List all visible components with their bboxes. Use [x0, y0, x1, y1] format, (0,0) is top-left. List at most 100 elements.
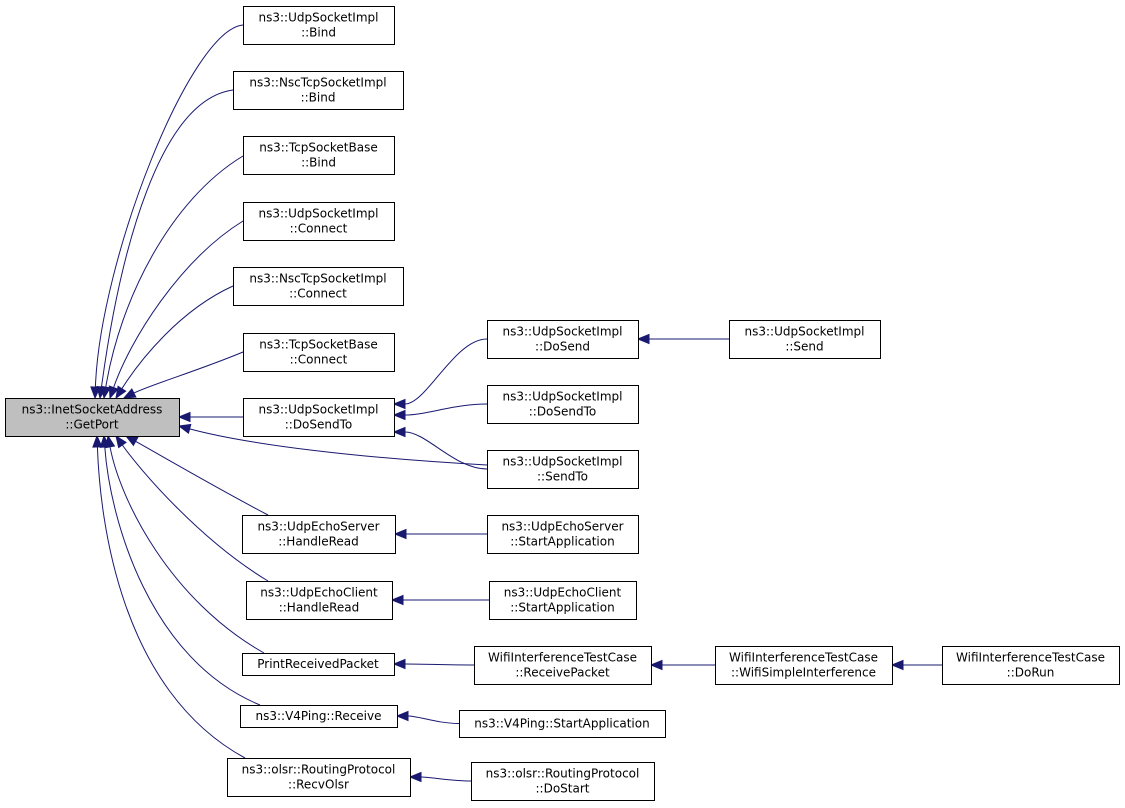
node-udp-sendto[interactable]: ns3::UdpSocketImpl::SendTo [487, 450, 639, 489]
node-label-line: ::WifiSimpleInterference [731, 666, 876, 680]
arrowhead [177, 423, 192, 435]
node-label-line: ns3::UdpEchoClient [260, 586, 378, 600]
node-label-line: ::DoSend [535, 340, 590, 354]
node-nsc-bind[interactable]: ns3::NscTcpSocketImpl::Bind [233, 71, 404, 110]
node-udp-dosendto2[interactable]: ns3::UdpSocketImpl::DoSendTo [487, 385, 639, 424]
node-label-line: ::Connect [289, 287, 347, 301]
node-box [243, 333, 395, 372]
node-box [487, 385, 639, 424]
edge-wifi-simple-to-wifi-receive [649, 659, 715, 671]
edge-print-received-to-root [104, 434, 265, 654]
node-label-line: ns3::TcpSocketBase [259, 141, 377, 155]
arrowhead [649, 659, 663, 671]
node-box [233, 71, 404, 110]
node-box [487, 515, 639, 554]
edge-nsc-connect-to-root [115, 285, 234, 400]
node-label-line: ::DoStart [536, 782, 590, 796]
node-label-line: ::Connect [290, 353, 348, 367]
node-echoserver-start[interactable]: ns3::UdpEchoServer::StartApplication [487, 515, 639, 554]
edge-echoclient-start-to-echoclient-handleread [390, 594, 490, 606]
node-label-line: ns3::UdpSocketImpl [745, 325, 865, 339]
edge-echoclient-handleread-to-root [115, 434, 269, 582]
node-label-line: ns3::UdpSocketImpl [259, 207, 379, 221]
node-box [474, 646, 652, 685]
node-label-line: ns3::InetSocketAddress [22, 403, 163, 417]
edge-udp-send-to-udp-dosend [636, 333, 729, 345]
node-udp-bind[interactable]: ns3::UdpSocketImpl::Bind [243, 6, 395, 45]
node-label-line: ::Bind [301, 91, 336, 105]
node-label-line: ns3::UdpSocketImpl [259, 11, 379, 25]
node-udp-dosendto[interactable]: ns3::UdpSocketImpl::DoSendTo [243, 398, 395, 437]
node-box [246, 581, 393, 620]
node-udp-connect[interactable]: ns3::UdpSocketImpl::Connect [243, 202, 395, 241]
node-label-line: ns3::V4Ping::StartApplication [474, 717, 649, 731]
arrowhead [395, 710, 409, 722]
node-wifi-receive[interactable]: WifiInterferenceTestCase::ReceivePacket [474, 646, 652, 685]
node-box [227, 758, 411, 797]
node-box [729, 320, 881, 359]
node-label-line: ::Connect [290, 222, 348, 236]
node-echoclient-start[interactable]: ns3::UdpEchoClient::StartApplication [489, 581, 637, 620]
edge-wifi-dorun-to-wifi-simple [890, 659, 942, 671]
node-label-line: ns3::UdpEchoServer [501, 520, 623, 534]
node-label-line: ::DoRun [1007, 666, 1055, 680]
node-box [243, 136, 395, 175]
node-nsc-connect[interactable]: ns3::NscTcpSocketImpl::Connect [233, 267, 404, 306]
node-box [5, 398, 180, 437]
edge-olsr-dostart-to-olsr-recv [408, 771, 472, 783]
node-root[interactable]: ns3::InetSocketAddress::GetPort [5, 398, 180, 437]
edge-echoserver-start-to-echoserver-handleread [393, 528, 488, 540]
edge-udp-sendto-to-root [177, 423, 488, 466]
edge-v4ping-receive-to-root [99, 434, 261, 706]
node-udp-dosend[interactable]: ns3::UdpSocketImpl::DoSend [487, 320, 639, 359]
node-box [242, 515, 396, 554]
node-label-line: ns3::V4Ping::Receive [255, 709, 381, 723]
node-udp-send[interactable]: ns3::UdpSocketImpl::Send [729, 320, 881, 359]
node-echoclient-handleread[interactable]: ns3::UdpEchoClient::HandleRead [246, 581, 393, 620]
arrowhead [636, 333, 650, 345]
edge-olsr-recv-to-root [92, 434, 246, 759]
node-box [487, 450, 639, 489]
node-print-received[interactable]: PrintReceivedPacket [242, 653, 395, 676]
edge-udp-sendto-to-udp-dosendto [392, 426, 488, 470]
arrowhead [124, 435, 139, 447]
nodes-layer: ns3::InetSocketAddress::GetPortns3::UdpS… [5, 6, 1120, 801]
node-wifi-simple[interactable]: WifiInterferenceTestCase::WifiSimpleInte… [715, 646, 893, 685]
arrowhead [99, 434, 111, 448]
node-box [243, 6, 395, 45]
arrowhead [390, 594, 404, 606]
node-label-line: ns3::UdpEchoClient [504, 586, 622, 600]
node-label-line: ::StartApplication [510, 601, 614, 615]
arrowhead [92, 434, 103, 448]
node-label-line: ::Send [785, 340, 823, 354]
node-label-line: ns3::olsr::RoutingProtocol [486, 767, 640, 781]
node-label-line: ::HandleRead [278, 535, 359, 549]
node-label-line: ::ReceivePacket [515, 666, 610, 680]
node-v4ping-receive[interactable]: ns3::V4Ping::Receive [240, 705, 398, 728]
arrowhead [177, 411, 191, 423]
node-echoserver-handleread[interactable]: ns3::UdpEchoServer::HandleRead [242, 515, 396, 554]
node-label-line: ::Bind [301, 156, 336, 170]
node-label-line: ns3::olsr::RoutingProtocol [242, 763, 396, 777]
arrowhead [393, 528, 407, 540]
node-tcp-connect[interactable]: ns3::TcpSocketBase::Connect [243, 333, 395, 372]
edge-udp-connect-to-root [108, 220, 244, 400]
node-label-line: ns3::UdpSocketImpl [259, 403, 379, 417]
edge-wifi-receive-to-print-received [392, 658, 475, 670]
node-label-line: ::StartApplication [510, 535, 614, 549]
node-wifi-dorun[interactable]: WifiInterferenceTestCase::DoRun [942, 646, 1120, 685]
arrowhead [122, 388, 137, 399]
node-label-line: ns3::UdpSocketImpl [503, 455, 623, 469]
arrowhead [890, 659, 904, 671]
node-box [240, 705, 398, 728]
node-label-line: WifiInterferenceTestCase [956, 651, 1105, 665]
node-olsr-dostart[interactable]: ns3::olsr::RoutingProtocol::DoStart [471, 762, 655, 801]
arrowhead [100, 385, 112, 400]
node-v4ping-start[interactable]: ns3::V4Ping::StartApplication [459, 710, 666, 738]
edge-udp-dosendto2-to-udp-dosendto [392, 403, 488, 421]
node-olsr-recv[interactable]: ns3::olsr::RoutingProtocol::RecvOlsr [227, 758, 411, 797]
node-label-line: ns3::UdpEchoServer [257, 520, 379, 534]
node-tcp-bind[interactable]: ns3::TcpSocketBase::Bind [243, 136, 395, 175]
node-label-line: PrintReceivedPacket [257, 657, 379, 671]
